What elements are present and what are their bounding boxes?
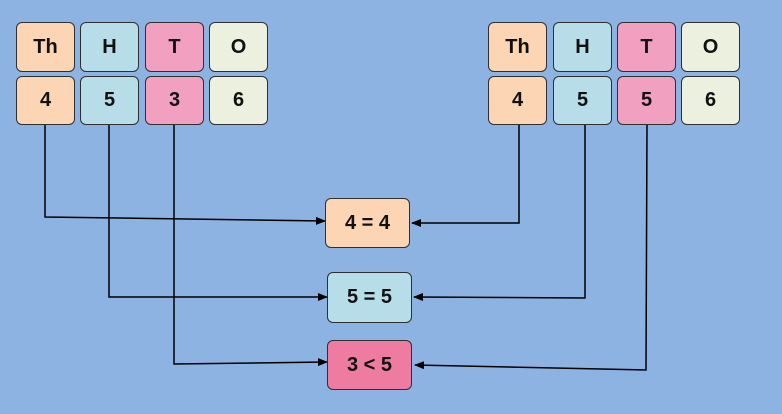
left-header-tens: T — [145, 22, 204, 72]
arrow-left-thousands — [44, 125, 326, 225]
comparison-tens: 3 < 5 — [327, 340, 412, 390]
left-header-ones: O — [209, 22, 268, 72]
right-header-hundreds: H — [553, 22, 612, 72]
arrow-right-hundreds — [413, 125, 586, 302]
right-digit-tens: 5 — [617, 76, 676, 125]
left-header-hundreds: H — [80, 22, 139, 72]
left-digit-thousands: 4 — [16, 76, 75, 125]
arrow-left-hundreds — [108, 125, 328, 301]
right-header-thousands: Th — [488, 22, 547, 72]
right-digit-hundreds: 5 — [553, 76, 612, 125]
left-digit-ones: 6 — [209, 76, 268, 125]
comparison-thousands: 4 = 4 — [325, 198, 410, 248]
right-header-ones: O — [681, 22, 740, 72]
right-digit-thousands: 4 — [488, 76, 547, 125]
right-digit-ones: 6 — [681, 76, 740, 125]
left-digit-tens: 3 — [145, 76, 204, 125]
arrow-left-tens — [173, 125, 328, 367]
right-header-tens: T — [617, 22, 676, 72]
left-header-thousands: Th — [16, 22, 75, 72]
arrow-right-thousands — [411, 125, 520, 227]
left-digit-hundreds: 5 — [80, 76, 139, 125]
arrow-right-tens — [414, 124, 648, 371]
comparison-hundreds: 5 = 5 — [327, 272, 412, 323]
